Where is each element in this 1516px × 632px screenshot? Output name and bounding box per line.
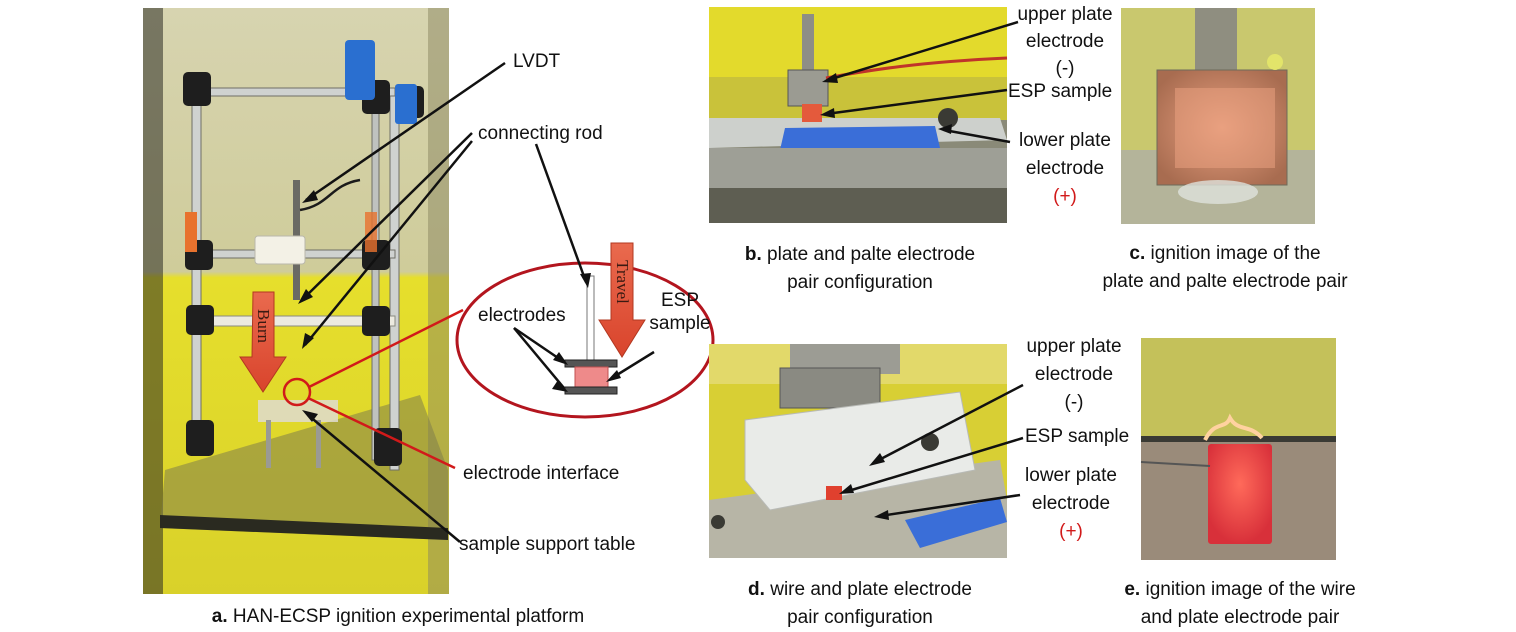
- panel-a-photo: [143, 8, 449, 594]
- upper-b-line2: electrode: [1025, 31, 1105, 52]
- upper-d-line3: (-): [1064, 392, 1084, 413]
- label-lvdt: LVDT: [513, 51, 561, 72]
- caption-c-line1: ignition image of the: [1145, 243, 1321, 264]
- panel-c-photo: [1121, 8, 1315, 224]
- arrow-heads: [298, 73, 952, 520]
- caption-a-letter: a.: [211, 606, 228, 627]
- label-lower-plate-electrode-b: lower plate electrode (+): [1006, 127, 1124, 211]
- leader-lines: [301, 20, 1024, 543]
- label-connecting-rod: connecting rod: [478, 123, 603, 144]
- lower-d-line2: electrode: [1031, 493, 1111, 514]
- caption-panel-b: b. plate and palte electrode pair config…: [720, 241, 1000, 297]
- label-esp-sample-inset: ESP sample: [640, 289, 720, 335]
- lower-d-line1: lower plate: [1025, 465, 1117, 486]
- caption-c-letter: c.: [1129, 243, 1146, 264]
- label-lower-plate-electrode-d: lower plate electrode (+): [1012, 462, 1130, 546]
- label-electrodes: electrodes: [478, 305, 566, 326]
- label-upper-plate-electrode-b: upper plate electrode (-): [1006, 1, 1124, 82]
- label-travel: Travel: [613, 260, 632, 304]
- label-esp-sample-b: ESP sample: [1008, 81, 1113, 102]
- lower-b-line1: lower plate: [1019, 130, 1111, 151]
- caption-c-line2: plate and palte electrode pair: [1102, 271, 1348, 292]
- lower-b-line2: electrode: [1025, 158, 1105, 179]
- caption-a-text: HAN-ECSP ignition experimental platform: [227, 606, 585, 627]
- caption-b-line1: plate and palte electrode: [761, 244, 976, 265]
- caption-d-line1: wire and plate electrode: [764, 579, 972, 600]
- upper-d-line1: upper plate: [1026, 336, 1122, 357]
- upper-d-line2: electrode: [1034, 364, 1114, 385]
- label-esp-sample-inset-line2: sample: [649, 313, 711, 334]
- caption-e-letter: e.: [1124, 579, 1141, 600]
- upper-b-line3: (-): [1055, 58, 1075, 79]
- caption-e-line2: and plate electrode pair: [1140, 607, 1340, 628]
- label-upper-plate-electrode-d: upper plate electrode (-): [1015, 333, 1133, 417]
- inset-zoom-ellipse: [455, 242, 715, 419]
- caption-panel-c: c. ignition image of the plate and palte…: [1080, 240, 1370, 296]
- panel-b-photo: [709, 7, 1008, 223]
- panel-d-photo: [709, 344, 1007, 558]
- label-esp-sample-inset-line1: ESP: [660, 290, 700, 311]
- label-burn: Burn: [254, 309, 273, 343]
- caption-b-line2: pair configuration: [787, 272, 933, 293]
- label-electrode-interface: electrode interface: [463, 463, 620, 484]
- label-sample-support-table: sample support table: [459, 534, 636, 555]
- electrode-interface-callout: [282, 308, 464, 470]
- lower-b-line3: (+): [1053, 186, 1077, 207]
- caption-d-letter: d.: [748, 579, 765, 600]
- label-esp-sample-d: ESP sample: [1025, 426, 1130, 447]
- panel-e-photo: [1140, 338, 1336, 560]
- caption-panel-e: e. ignition image of the wire and plate …: [1095, 576, 1385, 632]
- caption-e-line1: ignition image of the wire: [1140, 579, 1356, 600]
- burn-arrow-label-box: Burn: [252, 296, 274, 358]
- caption-d-line2: pair configuration: [787, 607, 933, 628]
- lower-d-line3: (+): [1059, 521, 1083, 542]
- caption-b-letter: b.: [744, 244, 762, 265]
- caption-panel-a: a. HAN-ECSP ignition experimental platfo…: [143, 603, 653, 631]
- travel-arrow-label-box: Travel: [611, 248, 633, 320]
- upper-b-line1: upper plate: [1017, 4, 1113, 25]
- caption-panel-d: d. wire and plate electrode pair configu…: [715, 576, 1005, 632]
